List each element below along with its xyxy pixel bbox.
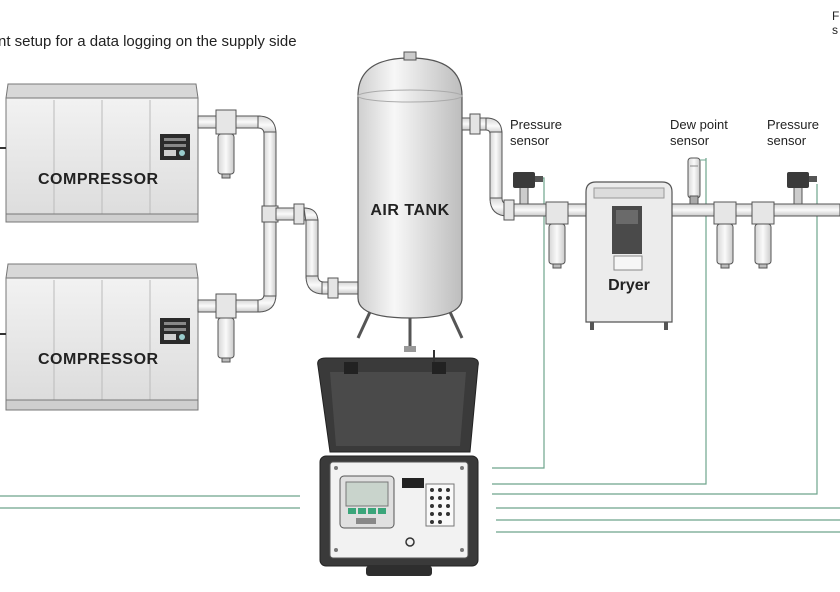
signal-wires [0, 158, 840, 533]
corner-text-line1: F [832, 9, 839, 23]
compressor-piping [197, 109, 359, 363]
dew-point-sensor-label-line2: sensor [670, 133, 710, 148]
corner-text-line2: s [832, 23, 838, 37]
diagram-title: nt setup for a data logging on the suppl… [0, 33, 297, 50]
dew-point-sensor: Dew point sensor [670, 117, 728, 205]
compressor-bottom: COMPRESSOR [0, 263, 199, 411]
pressure-sensor-1: Pressure sensor [510, 117, 562, 205]
compressor-top-control-panel [160, 134, 190, 160]
data-logger-connector-panel [425, 483, 455, 527]
data-logger-display [339, 475, 395, 529]
data-logger-case [317, 350, 479, 576]
pressure-sensor-1-label-line1: Pressure [510, 117, 562, 132]
compressor-top-label: COMPRESSOR [38, 171, 159, 188]
dryer-label: Dryer [608, 277, 650, 294]
dryer: Dryer [585, 181, 673, 330]
pressure-sensor-1-label-line2: sensor [510, 133, 550, 148]
pressure-sensor-2-label-line2: sensor [767, 133, 807, 148]
compressor-bottom-label: COMPRESSOR [38, 351, 159, 368]
dew-point-sensor-label-line1: Dew point [670, 117, 728, 132]
pressure-sensor-2: Pressure sensor [767, 117, 819, 205]
compressor-top: COMPRESSOR [0, 83, 199, 223]
air-tank: AIR TANK [356, 51, 464, 352]
main-line-piping [461, 113, 840, 269]
compressor-bottom-control-panel [160, 318, 190, 344]
pressure-sensor-2-label-line1: Pressure [767, 117, 819, 132]
air-tank-label: AIR TANK [370, 202, 449, 219]
